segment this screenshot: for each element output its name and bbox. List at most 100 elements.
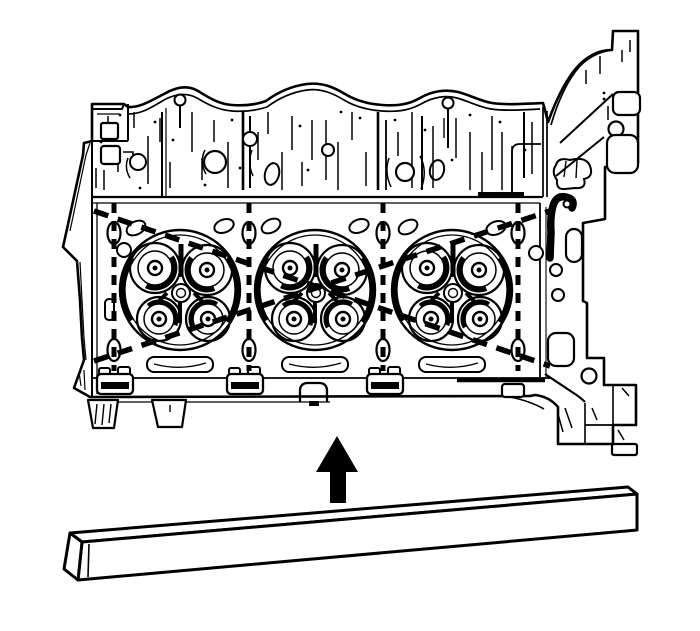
chamber-3-valve-1-guide-dot bbox=[424, 265, 430, 271]
lug-slot bbox=[231, 382, 259, 389]
bracket-blob-outline bbox=[552, 157, 593, 191]
measurement-line-diagonal bbox=[93, 208, 551, 364]
coolant-passage-hole bbox=[348, 217, 370, 235]
chamber-1-coolant-slot bbox=[146, 356, 214, 373]
heater-pipe-hook bbox=[546, 192, 577, 262]
band-end-verticals bbox=[542, 107, 548, 197]
casting-slot bbox=[564, 227, 584, 264]
casting-hole bbox=[321, 143, 335, 157]
casting-slot bbox=[546, 331, 576, 368]
coolant-passage-hole bbox=[263, 162, 281, 186]
chamber-1-valve-1-shadow-arc bbox=[144, 255, 178, 291]
chamber-1-coolant-slot-curve bbox=[153, 362, 207, 368]
chamber-2-valve-1-inner bbox=[272, 250, 308, 286]
chamber-2-valve-2-guide-dot bbox=[339, 267, 345, 273]
chamber-3-valve-2-shadow-arc bbox=[456, 256, 488, 293]
cast-texture-dot bbox=[298, 124, 302, 128]
chamber-3-web bbox=[464, 291, 476, 303]
chamber-1-valve-3-seat bbox=[135, 295, 183, 343]
corner-wedge-hatch bbox=[78, 369, 86, 391]
cast-texture-dot bbox=[498, 120, 502, 124]
cast-texture-dot bbox=[306, 168, 310, 172]
chamber-3-coolant-slot bbox=[418, 356, 486, 373]
cast-texture-dot bbox=[153, 120, 157, 124]
cast-texture-dot bbox=[230, 118, 234, 122]
chamber-3-valve-4-guide-dot bbox=[477, 316, 483, 322]
chamber-2-valve-3-guide-dot bbox=[291, 316, 297, 322]
chamber-1-spark-plug-inner bbox=[175, 287, 187, 299]
chamber-1-valve-1-guide-dot bbox=[152, 265, 158, 271]
coolant-passage-hole bbox=[397, 218, 419, 236]
chamber-1-web bbox=[192, 291, 204, 303]
casting-slot bbox=[605, 133, 640, 175]
cast-texture-dot bbox=[523, 148, 527, 152]
casting-hole bbox=[441, 96, 455, 110]
lower-bracket-vertical bbox=[584, 385, 614, 444]
cast-texture-dot bbox=[238, 166, 242, 170]
cast-texture-dot bbox=[468, 113, 472, 117]
chamber-2-web bbox=[327, 291, 339, 303]
chamber-2-valve-3-shadow-arc bbox=[281, 299, 314, 326]
casting-hole bbox=[129, 153, 147, 171]
casting-hole bbox=[242, 131, 258, 147]
chamber-1-spark-plug-hole bbox=[171, 283, 191, 303]
up-arrow bbox=[316, 436, 358, 503]
cast-texture-dot bbox=[393, 118, 397, 122]
chamber-2-valve-2-shadow-arc bbox=[319, 256, 351, 293]
lower-bracket-slope bbox=[544, 373, 586, 403]
coolant-passage-hole bbox=[213, 217, 235, 235]
chamber-2-outline bbox=[253, 228, 377, 352]
chamber-3-valve-2-inner bbox=[461, 252, 497, 288]
left-contour-inner bbox=[69, 142, 91, 361]
chamber-3-valve-2-guide-dot bbox=[476, 267, 482, 273]
foot-hatch bbox=[108, 403, 112, 424]
chamber-1-valve-2-seat bbox=[180, 243, 234, 297]
mounting-foot bbox=[150, 398, 188, 429]
casting-hole bbox=[394, 161, 416, 183]
casting-slot bbox=[611, 90, 642, 117]
chamber-2-valve-1-guide-dot bbox=[287, 265, 293, 271]
chamber-3-spark-plug-inner bbox=[447, 287, 459, 299]
chamber-1-valve-4-shadow-arc bbox=[188, 299, 219, 329]
chamber-1-valve-3-shadow-arc bbox=[146, 299, 179, 326]
bracket-blob-inner bbox=[563, 159, 578, 179]
slope-inner-curve bbox=[509, 396, 545, 410]
foot-hatch bbox=[101, 403, 105, 426]
chamber-3-valve-1-shadow-arc bbox=[416, 255, 450, 291]
casting-slot bbox=[500, 382, 526, 399]
cast-texture-dot bbox=[138, 186, 142, 190]
casting-hole bbox=[202, 149, 228, 175]
tower-inner-curve bbox=[550, 49, 612, 126]
chamber-3-coolant-slot-curve bbox=[425, 362, 479, 368]
cast-texture-dot bbox=[118, 113, 122, 117]
chamber-1-valve-1-inner bbox=[137, 250, 173, 286]
casting-slot bbox=[99, 144, 122, 166]
chamber-1-valve-1-seat bbox=[128, 241, 182, 295]
casting-hole bbox=[528, 245, 544, 261]
chamber-2-valve-4-guide-dot bbox=[340, 316, 346, 322]
chamber-1-valve-2-shadow-arc bbox=[184, 256, 216, 293]
chamber-2-valve-4-shadow-arc bbox=[323, 299, 354, 329]
cast-texture-dot bbox=[602, 97, 606, 101]
combustion-chambers bbox=[118, 228, 514, 373]
feet bbox=[86, 398, 188, 430]
straight-edge-end-face bbox=[62, 531, 84, 582]
cast-texture-dot bbox=[423, 128, 427, 132]
chamber-1-valve-4-guide-dot bbox=[205, 316, 211, 322]
casting-slot bbox=[99, 121, 120, 141]
coolant-passage-hole bbox=[260, 217, 282, 235]
cast-texture-dot bbox=[171, 138, 175, 142]
casting-hole bbox=[551, 288, 565, 302]
chamber-3-valve-3-guide-dot bbox=[428, 316, 434, 322]
casting-hole bbox=[116, 242, 132, 258]
chamber-2-valve-2-inner bbox=[324, 252, 360, 288]
foot-hatch bbox=[94, 403, 98, 425]
chamber-1-outline bbox=[118, 228, 242, 352]
center-tab-nub bbox=[309, 401, 319, 406]
up-arrow-icon bbox=[316, 436, 358, 503]
cast-texture-dot bbox=[339, 110, 343, 114]
deck-holes bbox=[99, 90, 642, 457]
lower-bracket-hatch bbox=[557, 387, 630, 441]
chamber-1-valve-4-seat bbox=[184, 295, 232, 343]
boss-stems bbox=[179, 106, 449, 148]
